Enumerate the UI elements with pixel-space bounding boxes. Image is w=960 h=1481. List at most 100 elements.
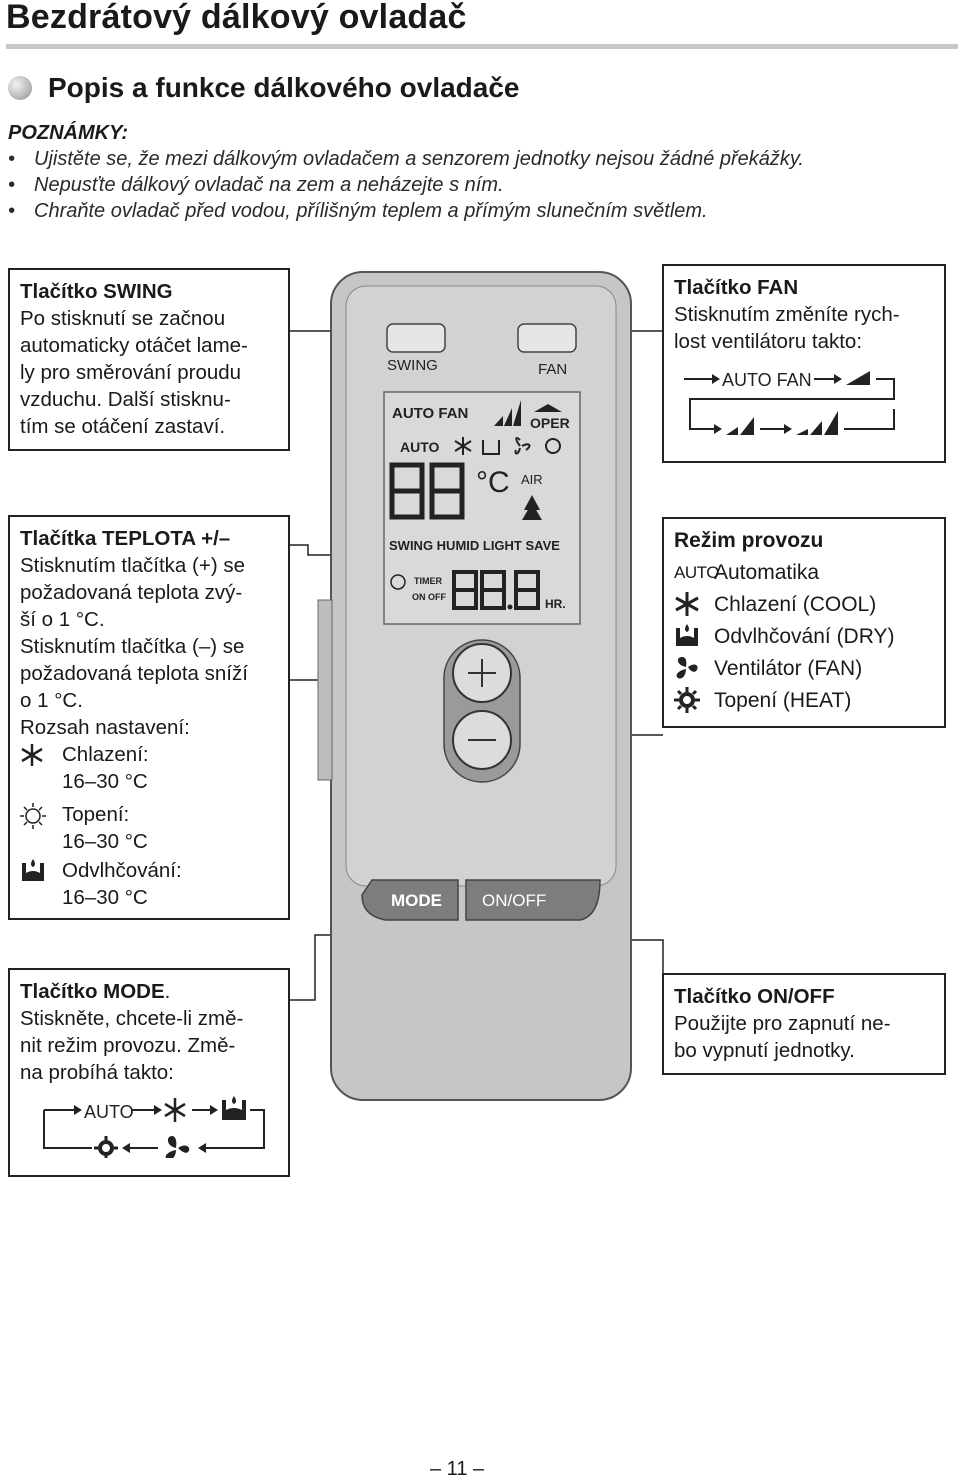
swing-box-line: ly pro směrování proudu [20,361,242,384]
lcd-timer: TIMER [414,576,442,586]
lcd-temp-digits [389,462,465,520]
onoff-button[interactable] [465,879,601,921]
lcd-fan-icon [514,437,531,455]
temp-box-line: požadovaná teplota sníží [20,662,248,685]
note-item: •Chraňte ovladač před vodou, přílišným t… [8,200,708,222]
fan-button[interactable] [517,323,577,353]
onoff-box-line: Použijte pro zapnutí ne- [674,1012,891,1035]
lcd-mode-icons [454,437,561,455]
range-dry: Odvlhčování:16–30 °C [20,857,278,911]
fan-cycle-auto-label: AUTO FAN [722,370,812,390]
lcd-oper-arrow-icon [534,404,562,412]
arrow-icon [154,1105,162,1115]
lcd-temp-unit: °C [476,466,510,499]
lcd-snowflake-icon [454,437,472,455]
heat-icon [94,1136,118,1158]
mode-label: Chlazení (COOL) [714,592,877,616]
mode-label: Odvlhčování (DRY) [714,624,895,648]
mode-list-title: Režim provozu [674,529,824,552]
temp-box-line: požadovaná teplota zvý- [20,581,243,604]
lcd-dry-icon [482,440,500,455]
mode-cycle-diagram: AUTO [43,1096,265,1158]
note-text: Ujistěte se, že mezi dálkovým ovladačem … [34,148,804,170]
fan-speed-cycle-diagram: AUTO FAN [684,370,895,435]
arrow-icon [784,424,792,434]
onoff-box-title: Tlačítko ON/OFF [674,985,835,1008]
lcd-tree-icon [524,495,540,510]
dry-icon [222,1096,246,1120]
range-value: 16–30 °C [62,830,148,853]
fan-button-label: FAN [538,361,567,378]
mode-button[interactable] [361,879,459,921]
page-title: Bezdrátový dálkový ovladač [6,0,467,36]
lcd-time-digits [452,570,540,610]
lcd-air: AIR [521,472,543,487]
temp-info-box: Tlačítka TEPLOTA +/– Stisknutím tlačítka… [8,515,290,920]
fan-icon [165,1136,190,1158]
fan-box-line: lost ventilátoru takto: [674,330,863,353]
mode-box-line: Stiskněte, chcete-li změ- [20,1007,244,1030]
lcd-function-row: SWING HUMID LIGHT SAVE [389,538,560,553]
mode-fan: Ventilátor (FAN) [674,652,934,684]
arrow-icon [712,374,720,384]
page-number: – 11 – [430,1458,485,1480]
swing-button-label: SWING [387,357,438,374]
mode-label: Ventilátor (FAN) [714,656,863,680]
snowflake-icon [164,1098,186,1122]
temp-box-line: Rozsah nastavení: [20,716,190,739]
swing-box-line: vzduchu. Další stisknu- [20,388,231,411]
lcd-on-off: ON OFF [412,592,446,602]
auto-icon: AUTO [674,562,719,582]
temp-box-line: Stisknutím tlačítka (+) se [20,554,245,577]
range-label: Odvlhčování: [62,859,182,882]
swing-box-title: Tlačítko SWING [20,280,173,303]
arrow-icon [210,1105,218,1115]
dry-icon [674,624,714,648]
onoff-button-label: ON/OFF [482,891,546,910]
mode-auto: AUTO Automatika [674,556,934,588]
operation-mode-box: Režim provozu AUTO Automatika Chlazení (… [662,517,946,728]
mode-box-line: nit režim provozu. Změ- [20,1034,236,1057]
mode-box-title: Tlačítko MODE [20,980,165,1003]
lcd-hr: HR. [545,597,566,611]
section-heading: Popis a funkce dálkového ovladače [48,72,520,103]
mode-label: Automatika [714,560,820,584]
arrow-icon [198,1143,206,1153]
lcd-oper: OPER [530,415,570,431]
range-value: 16–30 °C [62,770,148,793]
dry-icon [20,857,62,890]
lcd-fan-bars-icon [494,400,521,426]
remote-side-grip [317,599,333,781]
mode-heat: Topení (HEAT) [674,684,934,716]
snowflake-icon [20,741,62,774]
lcd-moon-icon [390,574,406,590]
arrow-icon [122,1143,130,1153]
range-heat: Topení: 16–30 °C [20,801,278,855]
fan-low-icon [846,371,870,385]
lcd-auto-fan: AUTO FAN [392,405,468,422]
swing-info-box: Tlačítko SWING Po stisknutí se začnou au… [8,268,290,451]
note-item: •Nepusťte dálkový ovladač na zem a neház… [8,174,504,196]
title-divider [6,44,958,49]
mode-cool: Chlazení (COOL) [674,588,934,620]
onoff-box-line: bo vypnutí jednotky. [674,1039,855,1062]
mode-button-label: MODE [391,891,442,910]
swing-button[interactable] [386,323,446,353]
range-label: Chlazení: [62,743,149,766]
fan-info-box: Tlačítko FAN Stisknutím změníte rych- lo… [662,264,946,463]
arrow-icon [74,1105,82,1115]
note-text: Nepusťte dálkový ovladač na zem a neháze… [34,174,504,196]
swing-box-line: tím se otáčení zastaví. [20,415,226,438]
mode-info-box: Tlačítko MODE. Stiskněte, chcete-li změ-… [8,968,290,1177]
mode-box-line: na probíhá takto: [20,1061,174,1084]
mode-cycle-auto-label: AUTO [84,1102,134,1122]
range-label: Topení: [62,803,130,826]
swing-box-line: automaticky otáčet lame- [20,334,248,357]
arrow-icon [714,424,722,434]
lcd-heat-icon [545,438,561,454]
heat-icon [674,687,714,713]
arrow-icon [834,374,842,384]
note-item: •Ujistěte se, že mezi dálkovým ovladačem… [8,148,804,170]
fan-medium-icon [740,417,754,435]
